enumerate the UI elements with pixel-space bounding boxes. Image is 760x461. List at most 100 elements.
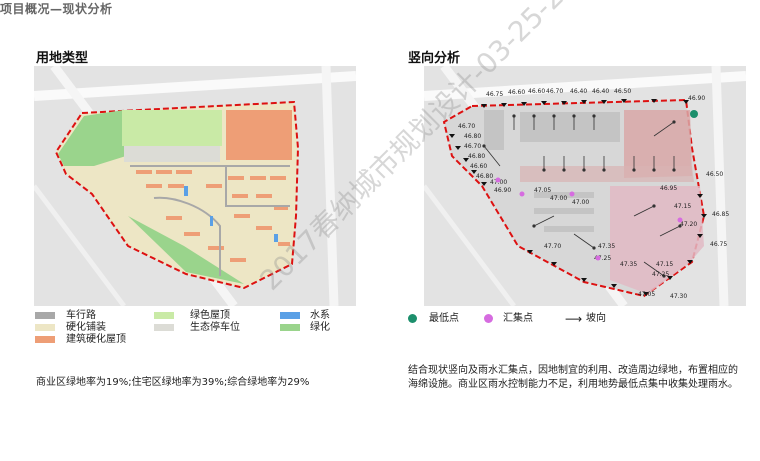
elevation-label: 46.90 — [688, 95, 705, 102]
collection-point-marker — [595, 255, 601, 261]
legend-greenery: 绿化 — [310, 322, 330, 333]
elevation-label: 46.90 — [494, 187, 511, 194]
grading-caption-line1: 结合现状竖向及雨水汇集点，因地制宜的利用、改造周边绿地，布置相应的 — [408, 365, 738, 376]
elevation-label: 47.15 — [656, 261, 673, 268]
slope-arrow — [483, 145, 501, 167]
slope-arrow-head — [582, 168, 586, 172]
legend-road: 车行路 — [66, 310, 96, 321]
elevation-label: 46.80 — [464, 133, 481, 140]
elevation-label: 47.35 — [620, 261, 637, 268]
slope-arrow — [633, 205, 655, 217]
grade-tick — [463, 158, 469, 162]
legend-paving: 硬化铺装 — [66, 322, 106, 333]
slope-arrow-head — [532, 224, 536, 228]
slope-arrow — [533, 215, 555, 227]
elevation-label: 47.00 — [550, 195, 567, 202]
grade-tick — [471, 170, 477, 174]
elevation-label: 46.75 — [486, 91, 503, 98]
land-use-map — [34, 66, 356, 306]
elevation-label: 46.70 — [546, 88, 563, 95]
grade-tick — [651, 99, 657, 103]
grade-tick — [581, 278, 587, 282]
elevation-label: 46.80 — [468, 153, 485, 160]
grading-caption-line2: 海绵设施。商业区雨水控制能力不足，利用地势最低点集中收集处理雨水。 — [408, 379, 738, 390]
collection-point-marker — [677, 217, 683, 223]
slope-arrow — [653, 121, 675, 137]
grade-tick — [527, 250, 533, 254]
slope-arrow-head — [562, 168, 566, 172]
elevation-label: 47.20 — [680, 221, 697, 228]
elevation-label: 46.70 — [464, 143, 481, 150]
legend-collection-point-icon — [484, 314, 493, 323]
elevation-label: 47.25 — [594, 255, 611, 262]
elevation-label: 46.75 — [710, 241, 727, 248]
slope-arrow-head — [672, 168, 676, 172]
slope-arrow-head — [602, 168, 606, 172]
elevation-label: 46.60 — [528, 88, 545, 95]
grade-tick — [551, 262, 557, 266]
grade-tick — [687, 260, 693, 264]
grading-title: 竖向分析 — [408, 51, 461, 66]
grade-tick — [455, 146, 461, 150]
lowest-point-marker — [690, 110, 698, 118]
legend-swatch-water — [280, 312, 300, 319]
legend-building-roof: 建筑硬化屋顶 — [66, 334, 126, 345]
legend-swatch-eco-parking — [154, 324, 174, 331]
legend-collection-point: 汇集点 — [503, 313, 533, 324]
grade-tick — [601, 100, 607, 104]
grade-tick — [643, 292, 649, 296]
slope-arrow — [573, 233, 595, 249]
grade-tick — [481, 104, 487, 108]
legend-eco-parking: 生态停车位 — [190, 322, 240, 333]
grade-tick — [581, 100, 587, 104]
land-use-title: 用地类型 — [36, 51, 89, 66]
elevation-label: 46.70 — [458, 123, 475, 130]
land-use-caption: 商业区绿地率为19%;住宅区绿地率为39%;综合绿地率为29% — [36, 377, 310, 388]
legend-swatch-building-roof — [35, 336, 55, 343]
elevation-label: 47.05 — [534, 187, 551, 194]
slope-arrow — [659, 225, 681, 237]
elevation-label: 46.95 — [660, 185, 677, 192]
elevation-label: 46.50 — [614, 88, 631, 95]
grade-tick — [697, 234, 703, 238]
slope-arrow-head — [652, 168, 656, 172]
grade-tick — [621, 99, 627, 103]
slope-arrow-head — [532, 114, 536, 118]
slope-arrow-head — [672, 120, 676, 124]
slope-arrow-head — [482, 144, 486, 148]
grade-tick — [697, 194, 703, 198]
legend-swatch-paving — [35, 324, 55, 331]
grade-tick — [521, 102, 527, 106]
grade-tick — [481, 182, 487, 186]
legend-swatch-green-roof — [154, 312, 174, 319]
legend-swatch-greenery — [280, 324, 300, 331]
elevation-label: 47.30 — [670, 293, 687, 300]
elevation-label: 47.25 — [652, 271, 669, 278]
collection-point-marker — [519, 191, 525, 197]
elevation-label: 46.50 — [706, 171, 723, 178]
legend-green-roof: 绿色屋顶 — [190, 310, 230, 321]
elevation-label: 47.15 — [674, 203, 691, 210]
grade-tick — [501, 103, 507, 107]
slope-arrow-head — [572, 114, 576, 118]
elevation-label: 46.80 — [476, 173, 493, 180]
grade-tick — [449, 134, 455, 138]
slope-arrow-head — [662, 274, 666, 278]
grade-tick — [611, 284, 617, 288]
slope-arrow-head — [652, 204, 656, 208]
slope-arrow-head — [592, 246, 596, 250]
slope-arrow-head — [552, 114, 556, 118]
legend-slope-arrow-icon: ⟶ — [565, 312, 583, 326]
collection-point-marker — [569, 191, 575, 197]
slope-arrow-head — [632, 168, 636, 172]
slope-arrow-head — [592, 114, 596, 118]
legend-swatch-road — [35, 312, 55, 319]
elevation-label: 46.60 — [470, 163, 487, 170]
slope-arrow-head — [512, 114, 516, 118]
elevation-label: 46.60 — [508, 89, 525, 96]
legend-lowest-point: 最低点 — [429, 313, 459, 324]
grade-tick — [701, 214, 707, 218]
legend-water: 水系 — [310, 310, 330, 321]
elevation-label: 47.35 — [598, 243, 615, 250]
